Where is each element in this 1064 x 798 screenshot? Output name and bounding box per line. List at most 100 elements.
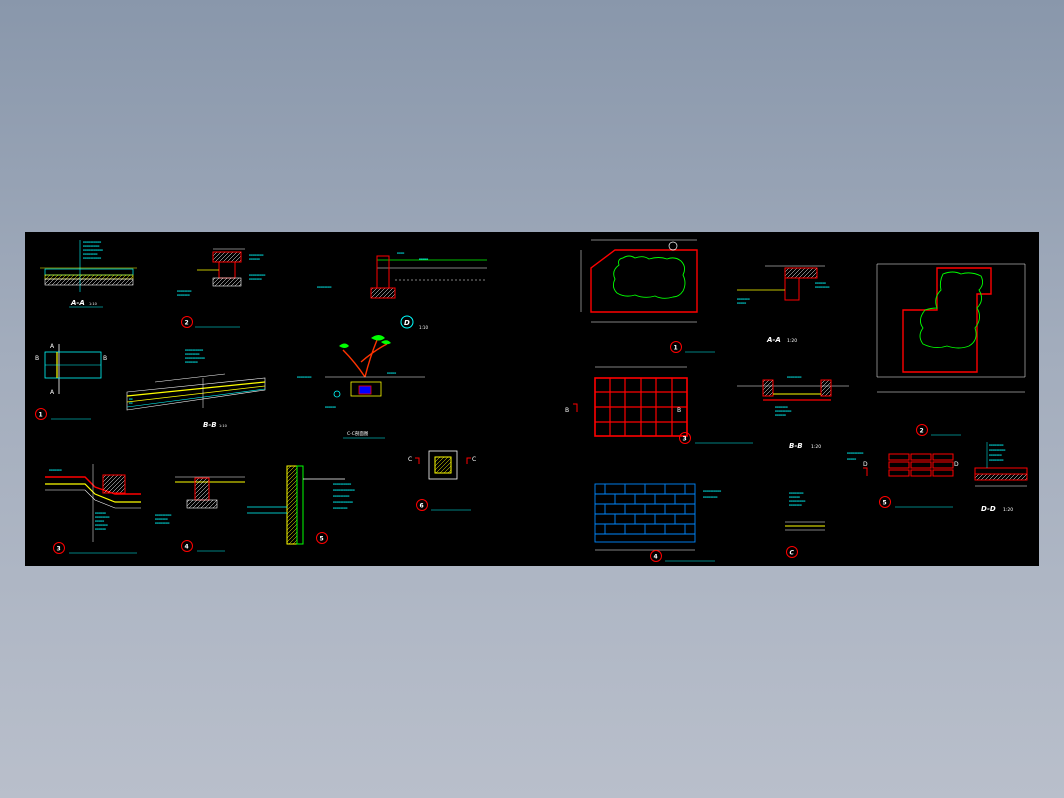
svg-text:▬▬▬▬▬▬▬: ▬▬▬▬▬▬▬ bbox=[989, 453, 1002, 457]
label-b-left-1: B bbox=[35, 355, 39, 362]
svg-text:▬▬▬▬▬▬▬▬: ▬▬▬▬▬▬▬▬ bbox=[333, 506, 348, 510]
detail-bb-right: ▬▬▬▬▬▬▬▬▬▬▬▬▬▬▬▬▬▬▬▬▬▬▬▬▬▬▬▬▬▬ B-B 1:20 bbox=[737, 375, 849, 450]
callout-6-left: 6 bbox=[420, 503, 424, 510]
svg-text:▬▬▬▬▬▬: ▬▬▬▬▬▬ bbox=[775, 413, 786, 417]
detail-4-right: ▬▬▬▬▬▬▬▬▬▬▬▬▬▬▬▬▬▬ 4 bbox=[594, 483, 721, 562]
svg-text:▬▬▬▬▬▬▬: ▬▬▬▬▬▬▬ bbox=[185, 360, 198, 364]
svg-text:▬▬: ▬▬ bbox=[129, 397, 133, 401]
detail-cc-left: ▬▬▬▬▬▬▬▬▬▬▬▬▬▬▬▬▬▬▬ C-C剖面图 bbox=[297, 335, 425, 439]
svg-text:▬▬▬▬▬: ▬▬▬▬▬ bbox=[419, 257, 428, 261]
detail-5-right: D D ▬▬▬▬▬▬▬▬▬▬▬▬▬▬ 5 bbox=[847, 451, 959, 508]
svg-text:▬▬▬▬▬▬▬▬: ▬▬▬▬▬▬▬▬ bbox=[185, 352, 200, 356]
detail-1-left: B B A A 1 bbox=[35, 343, 107, 420]
label-aa-left: A-A bbox=[70, 299, 85, 307]
drawing-canvas: ▬▬▬▬▬▬▬▬▬▬▬▬▬▬▬▬▬▬▬ ▬▬▬▬▬▬▬▬▬▬▬▬▬▬▬▬▬▬▬ … bbox=[35, 239, 1028, 562]
svg-text:▬▬▬▬▬▬▬▬▬: ▬▬▬▬▬▬▬▬▬ bbox=[249, 273, 265, 277]
callout-1-left: 1 bbox=[39, 412, 43, 419]
svg-text:▬▬▬▬▬▬▬▬: ▬▬▬▬▬▬▬▬ bbox=[703, 495, 718, 499]
svg-text:▬▬▬▬▬▬▬: ▬▬▬▬▬▬▬ bbox=[775, 405, 788, 409]
detail-aa-right: ▬▬▬▬▬▬▬▬▬▬▬▬▬▬▬▬▬▬▬▬▬▬▬▬▬▬ A-A 1:20 bbox=[737, 265, 830, 344]
svg-text:▬▬▬▬▬▬▬▬▬▬: ▬▬▬▬▬▬▬▬▬▬ bbox=[83, 240, 101, 244]
scale-aa-left: 1:10 bbox=[89, 302, 97, 306]
callout-4-left: 4 bbox=[185, 544, 189, 551]
svg-text:▬▬▬▬▬▬▬▬▬: ▬▬▬▬▬▬▬▬▬ bbox=[989, 448, 1005, 452]
label-bb-right: B-B bbox=[789, 442, 803, 450]
callout-5-left: 5 bbox=[320, 536, 324, 543]
label-c-right: C bbox=[472, 456, 476, 463]
callout-2-right: 2 bbox=[920, 428, 924, 435]
detail-3-left: ▬▬▬▬▬▬▬▬▬▬▬▬▬ ▬▬▬▬▬▬▬▬▬▬▬▬▬ ▬▬▬▬▬▬▬▬▬▬▬▬… bbox=[45, 464, 141, 554]
label-dd-right: D-D bbox=[981, 505, 996, 513]
svg-text:▬▬▬▬▬▬▬▬: ▬▬▬▬▬▬▬▬ bbox=[297, 375, 312, 379]
scale-dd-right: 1:20 bbox=[1003, 507, 1013, 513]
svg-text:▬▬▬▬▬▬▬▬: ▬▬▬▬▬▬▬▬ bbox=[249, 253, 264, 257]
svg-text:▬▬▬▬▬▬▬▬▬▬▬▬: ▬▬▬▬▬▬▬▬▬▬▬▬ bbox=[333, 488, 355, 492]
svg-text:▬▬▬▬▬▬▬▬: ▬▬▬▬▬▬▬▬ bbox=[95, 515, 110, 519]
svg-text:▬▬▬▬▬▬▬▬▬▬: ▬▬▬▬▬▬▬▬▬▬ bbox=[703, 489, 721, 493]
label-d-left-right: D bbox=[863, 461, 868, 468]
label-b-left-right: B bbox=[565, 407, 569, 414]
label-c-left: C bbox=[408, 456, 412, 463]
svg-text:▬▬▬▬▬▬▬▬▬▬▬: ▬▬▬▬▬▬▬▬▬▬▬ bbox=[185, 356, 205, 360]
svg-text:▬▬▬▬▬: ▬▬▬▬▬ bbox=[95, 519, 104, 523]
svg-text:▬▬▬▬▬▬: ▬▬▬▬▬▬ bbox=[325, 405, 336, 409]
detail-4-left: ▬▬▬▬▬▬▬▬▬▬▬▬▬▬▬▬▬▬▬▬▬▬▬▬ 4 bbox=[155, 476, 245, 552]
svg-text:▬▬▬▬▬▬▬▬▬▬: ▬▬▬▬▬▬▬▬▬▬ bbox=[185, 348, 203, 352]
svg-text:▬▬▬▬▬▬▬▬▬: ▬▬▬▬▬▬▬▬▬ bbox=[847, 451, 863, 455]
detail-2-left: ▬▬▬▬▬▬▬▬▬▬▬▬▬▬ ▬▬▬▬▬▬▬▬▬▬▬▬▬▬▬▬ ▬▬▬▬▬▬▬▬… bbox=[177, 248, 265, 328]
detail-1-right: 1 bbox=[580, 239, 715, 353]
callout-2-left: 2 bbox=[185, 320, 189, 327]
title-cc-left: C-C剖面图 bbox=[347, 430, 369, 437]
detail-5-left: ▬▬▬▬▬▬▬▬▬▬▬▬▬▬▬▬▬▬▬▬▬▬ ▬▬▬▬▬▬▬▬▬▬▬▬▬▬▬▬▬… bbox=[247, 465, 355, 545]
label-a-bottom: A bbox=[50, 389, 55, 396]
svg-text:▬▬▬▬▬▬▬▬▬▬▬: ▬▬▬▬▬▬▬▬▬▬▬ bbox=[83, 248, 103, 252]
svg-text:▬▬▬▬▬▬: ▬▬▬▬▬▬ bbox=[815, 281, 826, 285]
svg-text:▬▬▬▬▬▬▬▬: ▬▬▬▬▬▬▬▬ bbox=[787, 375, 802, 379]
svg-text:▬▬▬▬▬▬▬▬: ▬▬▬▬▬▬▬▬ bbox=[989, 458, 1004, 462]
callout-5-right: 5 bbox=[883, 500, 887, 507]
svg-text:▬▬▬▬▬▬▬▬▬: ▬▬▬▬▬▬▬▬▬ bbox=[775, 409, 791, 413]
svg-text:▬▬▬▬▬▬▬▬: ▬▬▬▬▬▬▬▬ bbox=[317, 285, 332, 289]
svg-text:▬▬▬▬: ▬▬▬▬ bbox=[397, 251, 404, 255]
detail-3-right: B B 3 bbox=[565, 366, 753, 444]
detail-dd-right: ▬▬▬▬▬▬▬▬▬▬▬▬▬▬▬▬▬▬▬▬▬▬▬▬▬▬▬▬▬▬▬▬ D-D 1:2… bbox=[974, 442, 1028, 513]
label-a-top: A bbox=[50, 343, 55, 350]
callout-3-right: 3 bbox=[683, 436, 687, 443]
callout-4-right: 4 bbox=[654, 554, 658, 561]
svg-text:▬▬: ▬▬ bbox=[129, 401, 133, 405]
scale-d-left: 1:10 bbox=[419, 325, 428, 330]
detail-aa-left: ▬▬▬▬▬▬▬▬▬▬▬▬▬▬▬▬▬▬▬ ▬▬▬▬▬▬▬▬▬▬▬▬▬▬▬▬▬▬▬ … bbox=[40, 240, 137, 308]
svg-text:▬▬▬▬▬: ▬▬▬▬▬ bbox=[847, 457, 856, 461]
svg-text:▬▬▬▬▬▬: ▬▬▬▬▬▬ bbox=[789, 495, 800, 499]
svg-text:▬▬▬▬▬▬▬▬▬: ▬▬▬▬▬▬▬▬▬ bbox=[333, 494, 349, 498]
scale-bb-right: 1:20 bbox=[811, 444, 821, 450]
svg-text:▬▬▬▬▬▬▬: ▬▬▬▬▬▬▬ bbox=[789, 503, 802, 507]
svg-text:▬▬▬▬▬: ▬▬▬▬▬ bbox=[737, 301, 746, 305]
detail-c-right: ▬▬▬▬▬▬▬▬▬▬▬▬▬▬▬▬▬▬▬▬▬▬▬▬▬▬▬▬▬▬ C bbox=[785, 491, 825, 558]
callout-1-right: 1 bbox=[674, 345, 678, 352]
svg-text:▬▬▬▬▬: ▬▬▬▬▬ bbox=[387, 371, 396, 375]
label-b-right-1: B bbox=[103, 355, 107, 362]
scale-aa-right: 1:20 bbox=[787, 338, 797, 344]
detail-d-left: ▬▬▬▬▬▬▬▬▬▬▬▬▬▬▬▬▬ D 1:10 bbox=[317, 251, 487, 330]
svg-text:▬▬▬▬▬▬▬▬▬: ▬▬▬▬▬▬▬▬▬ bbox=[155, 513, 171, 517]
svg-text:▬▬▬▬▬▬▬: ▬▬▬▬▬▬▬ bbox=[177, 293, 190, 297]
svg-text:▬▬▬▬▬▬▬: ▬▬▬▬▬▬▬ bbox=[249, 277, 262, 281]
svg-text:▬▬▬▬▬▬▬▬: ▬▬▬▬▬▬▬▬ bbox=[789, 491, 804, 495]
label-aa-right: A-A bbox=[766, 336, 781, 344]
svg-text:▬▬▬▬▬▬▬▬▬▬: ▬▬▬▬▬▬▬▬▬▬ bbox=[333, 482, 351, 486]
svg-text:▬▬▬▬▬▬: ▬▬▬▬▬▬ bbox=[95, 527, 106, 531]
cad-drawing-sheet: ▬▬▬▬▬▬▬▬▬▬▬▬▬▬▬▬▬▬▬ ▬▬▬▬▬▬▬▬▬▬▬▬▬▬▬▬▬▬▬ … bbox=[25, 232, 1039, 566]
detail-bb-left: ▬▬▬▬▬▬▬▬▬▬▬▬▬▬▬▬▬▬ ▬▬▬▬▬▬▬▬▬▬▬▬▬▬▬▬▬▬ ▬▬… bbox=[126, 348, 266, 429]
svg-text:▬▬▬▬▬▬▬▬▬▬: ▬▬▬▬▬▬▬▬▬▬ bbox=[83, 256, 101, 260]
svg-text:▬▬▬▬▬▬▬▬: ▬▬▬▬▬▬▬▬ bbox=[83, 252, 98, 256]
svg-text:▬▬▬▬▬▬▬: ▬▬▬▬▬▬▬ bbox=[737, 297, 750, 301]
svg-text:▬▬▬▬▬▬▬▬▬: ▬▬▬▬▬▬▬▬▬ bbox=[789, 499, 805, 503]
label-d-right-right: D bbox=[954, 461, 959, 468]
label-d-left: D bbox=[404, 319, 410, 327]
svg-text:▬▬▬▬▬▬▬: ▬▬▬▬▬▬▬ bbox=[49, 468, 62, 472]
label-bb-left: B-B bbox=[203, 421, 217, 429]
svg-text:▬▬▬▬▬▬▬: ▬▬▬▬▬▬▬ bbox=[155, 517, 168, 521]
label-c-right-detail: C bbox=[790, 550, 795, 557]
svg-text:▬▬▬▬▬▬: ▬▬▬▬▬▬ bbox=[249, 257, 260, 261]
